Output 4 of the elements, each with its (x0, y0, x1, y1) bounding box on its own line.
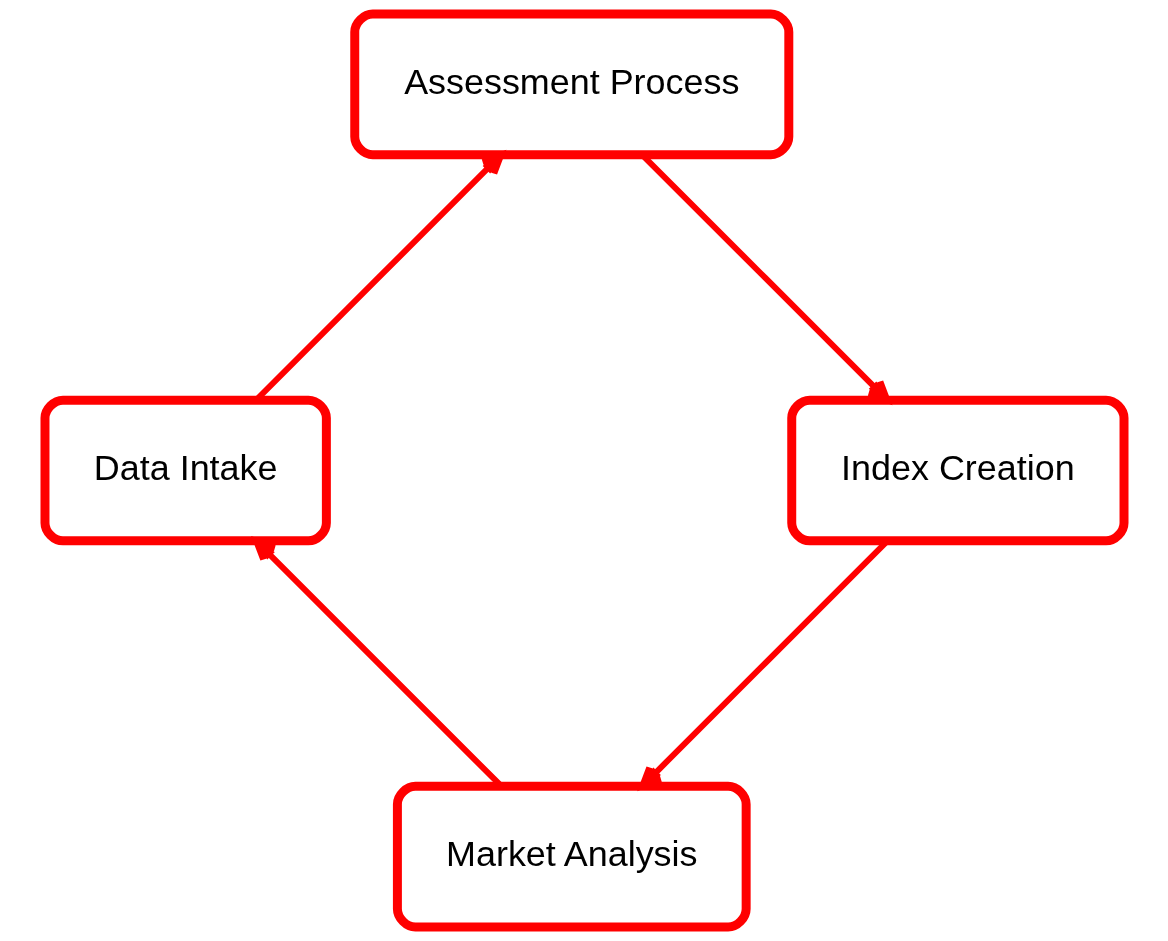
node-box: Assessment Process (349, 9, 793, 160)
node-box: Data Intake (40, 395, 331, 546)
node-box: Index Creation (786, 395, 1128, 546)
node-box: Market Analysis (392, 781, 751, 932)
